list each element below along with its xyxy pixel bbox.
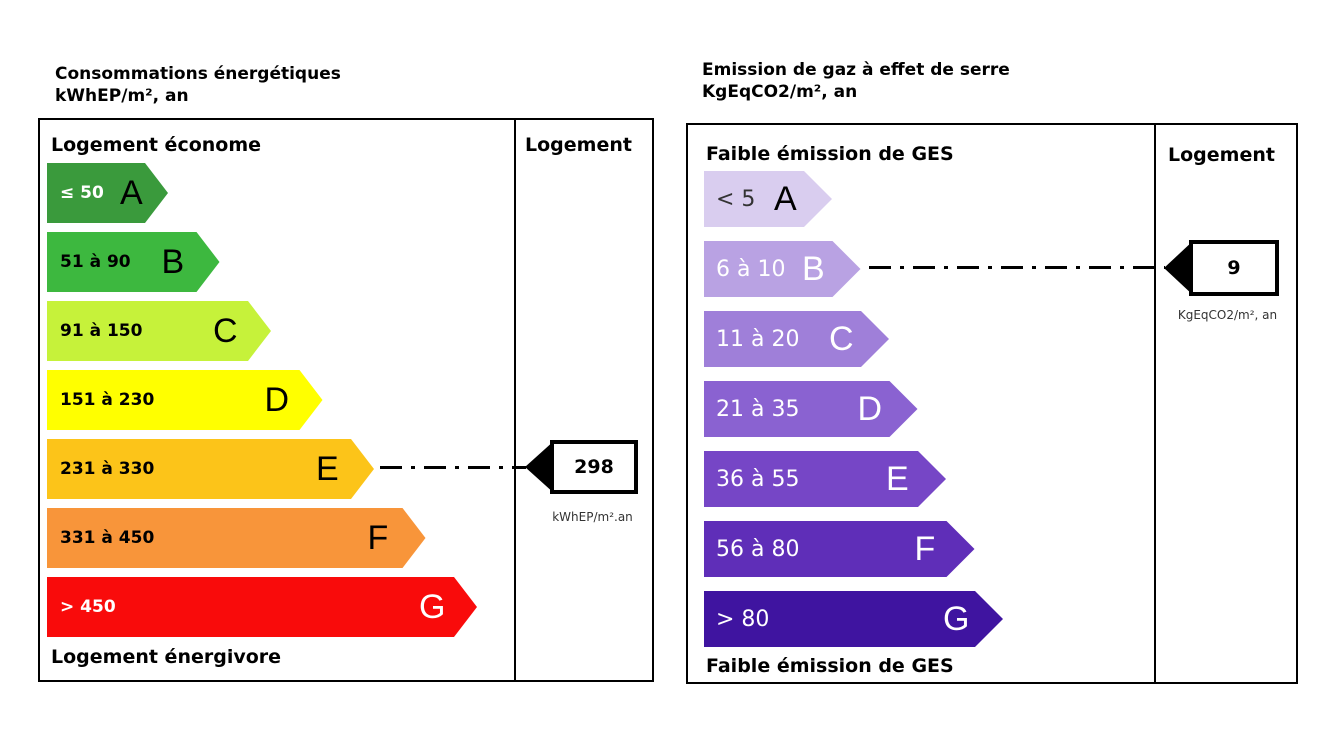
ges-class-range: > 80	[716, 606, 770, 632]
ges-class-letter: C	[829, 320, 854, 358]
energy-value-unit: kWhEP/m².an	[552, 510, 633, 524]
ges-title-line1: Emission de gaz à effet de serre	[702, 60, 1010, 80]
ges-class-range: 56 à 80	[716, 536, 800, 562]
ges-class-range: < 5	[716, 186, 756, 212]
ges-class-letter: G	[943, 600, 970, 638]
energy-class-letter: C	[213, 312, 238, 350]
ges-pointer-arrow	[1164, 240, 1194, 296]
energy-class-bar-g: > 450 G	[47, 577, 477, 637]
energy-pointer-arrow	[525, 440, 555, 494]
ges-class-letter: E	[886, 460, 909, 498]
energy-title: Consommations énergétiques kWhEP/m², an	[55, 63, 341, 107]
ges-value-box: 9	[1189, 240, 1279, 296]
ges-class-bar-b: 6 à 10 B	[704, 241, 861, 297]
ges-frame	[686, 123, 1298, 684]
ges-class-letter: F	[914, 530, 936, 568]
energy-class-letter: A	[120, 174, 143, 212]
energy-class-letter: D	[264, 381, 290, 419]
energy-class-range: ≤ 50	[60, 183, 104, 203]
ges-class-range: 21 à 35	[716, 396, 800, 422]
energy-class-range: 331 à 450	[60, 528, 155, 548]
ges-class-bar-f: 56 à 80 F	[704, 521, 975, 577]
ges-top-label: Faible émission de GES	[706, 143, 954, 165]
energy-class-letter: B	[161, 243, 185, 281]
ges-class-letter: D	[857, 390, 883, 428]
ges-class-letter: A	[774, 180, 797, 218]
energy-value-box: 298	[550, 440, 638, 494]
energy-bottom-label: Logement énergivore	[51, 646, 282, 668]
ges-class-bar-a: < 5 A	[704, 171, 832, 227]
ges-column-header: Logement	[1168, 144, 1275, 166]
energy-class-letter: E	[316, 450, 339, 488]
ges-class-bar-d: 21 à 35 D	[704, 381, 918, 437]
energy-title-line1: Consommations énergétiques	[55, 64, 341, 84]
energy-class-range: > 450	[60, 597, 116, 617]
ges-class-range: 36 à 55	[716, 466, 800, 492]
energy-class-range: 231 à 330	[60, 459, 155, 479]
ges-class-range: 11 à 20	[716, 326, 800, 352]
energy-class-range: 151 à 230	[60, 390, 155, 410]
energy-class-bar-d: 151 à 230 D	[47, 370, 323, 430]
energy-class-bar-c: 91 à 150 C	[47, 301, 271, 361]
energy-class-bar-f: 331 à 450 F	[47, 508, 426, 568]
ges-title: Emission de gaz à effet de serre KgEqCO2…	[702, 59, 1010, 103]
energy-column-header: Logement	[525, 134, 632, 156]
ges-column-divider	[1154, 125, 1156, 682]
ges-class-range: 6 à 10	[716, 256, 786, 282]
ges-pointer-line	[869, 266, 1165, 269]
ges-value-unit: KgEqCO2/m², an	[1177, 308, 1278, 322]
energy-title-line2: kWhEP/m², an	[55, 86, 189, 106]
energy-top-label: Logement économe	[51, 134, 262, 156]
energy-frame	[38, 118, 654, 682]
energy-class-letter: G	[419, 588, 446, 626]
ges-class-bar-e: 36 à 55 E	[704, 451, 946, 507]
energy-column-divider	[514, 120, 516, 680]
energy-pointer-line	[380, 466, 526, 469]
energy-class-range: 91 à 150	[60, 321, 143, 341]
ges-bottom-label: Faible émission de GES	[706, 655, 954, 677]
ges-class-letter: B	[802, 250, 825, 288]
energy-class-bar-e: 231 à 330 E	[47, 439, 374, 499]
ges-title-line2: KgEqCO2/m², an	[702, 82, 858, 102]
ges-class-bar-g: > 80 G	[704, 591, 1003, 647]
energy-class-letter: F	[367, 519, 389, 557]
energy-class-range: 51 à 90	[60, 252, 131, 272]
energy-class-bar-a: ≤ 50 A	[47, 163, 168, 223]
energy-class-bar-b: 51 à 90 B	[47, 232, 220, 292]
ges-class-bar-c: 11 à 20 C	[704, 311, 889, 367]
